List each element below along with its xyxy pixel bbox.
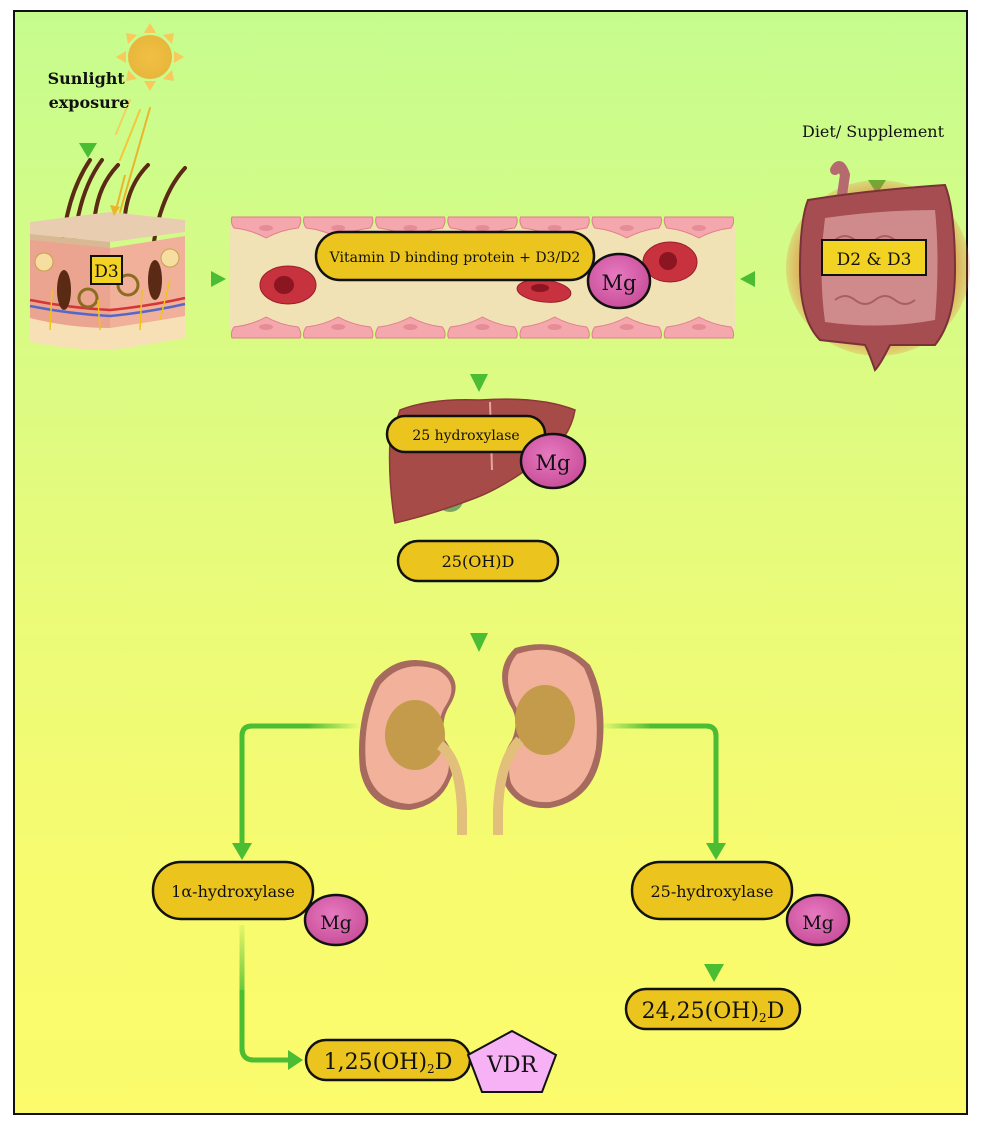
cell-nucleus — [619, 225, 634, 231]
svg-text:25-hydroxylase: 25-hydroxylase — [650, 882, 773, 901]
svg-text:Mg: Mg — [536, 451, 571, 475]
cell-nucleus — [547, 324, 562, 330]
cell-nucleus — [403, 324, 418, 330]
vdr-receptor: VDR — [466, 1029, 558, 1093]
cell-nucleus — [619, 324, 634, 330]
d2-d3-diet-box: D2 & D3 — [821, 239, 927, 276]
svg-text:Mg: Mg — [602, 271, 637, 295]
cell-nucleus — [331, 225, 346, 231]
mg-cofactor-blood: Mg — [586, 252, 652, 310]
svg-text:25 hydroxylase: 25 hydroxylase — [412, 428, 519, 444]
24-25-oh2-d-pill: 24,25(OH)2D — [624, 987, 802, 1031]
svg-text:25(OH)D: 25(OH)D — [442, 552, 515, 571]
kidney-to-1a-hydroxylase-arrow — [232, 723, 360, 860]
cell-nucleus — [403, 225, 418, 231]
svg-text:Mg: Mg — [320, 912, 352, 934]
sun-icon — [116, 23, 184, 91]
right-kidney — [493, 644, 604, 835]
cell-nucleus — [475, 324, 490, 330]
svg-text:1α-hydroxylase: 1α-hydroxylase — [171, 882, 295, 901]
cell-nucleus — [475, 225, 490, 231]
svg-text:D3: D3 — [94, 262, 118, 282]
d3-skin-box: D3 — [90, 255, 123, 285]
red-blood-cell — [642, 241, 698, 283]
25-hydroxylase-pill: 25-hydroxylase — [630, 860, 794, 921]
svg-text:D2 & D3: D2 & D3 — [837, 250, 912, 270]
sunlight-arrow — [79, 120, 97, 158]
liver-to-kidney-arrow — [470, 590, 488, 652]
cell-nucleus — [259, 225, 274, 231]
svg-text:Vitamin D binding protein + D3: Vitamin D binding protein + D3/D2 — [329, 250, 581, 266]
kidneys-icon — [359, 644, 604, 835]
25-oh-d-pill: 25(OH)D — [396, 539, 560, 583]
vitamin-d-binding-protein-pill: Vitamin D binding protein + D3/D2 — [314, 230, 596, 282]
svg-text:VDR: VDR — [486, 1053, 539, 1078]
left-kidney — [359, 660, 467, 835]
mg-cofactor-25: Mg — [785, 893, 851, 947]
1a-hydroxylase-to-calcitriol-arrow — [239, 925, 303, 1070]
25-hydroxylase-to-24-25-arrow — [704, 925, 724, 982]
red-blood-cell — [516, 279, 572, 303]
mg-cofactor-liver: Mg — [519, 432, 587, 490]
calcitriol-pill: 1,25(OH)2D — [304, 1038, 472, 1082]
skin-to-blood-arrow — [180, 271, 226, 287]
cell-nucleus — [691, 225, 706, 231]
red-blood-cell — [259, 265, 317, 305]
blood-to-liver-arrow — [470, 335, 488, 392]
skin-layers-icon — [29, 158, 187, 350]
1a-hydroxylase-pill: 1α-hydroxylase — [151, 860, 315, 921]
liver-25-hydroxylase-pill: 25 hydroxylase — [385, 414, 547, 454]
cell-nucleus — [691, 324, 706, 330]
sunlight-rays — [115, 99, 151, 213]
mg-cofactor-1a: Mg — [303, 893, 369, 947]
svg-text:1,25(OH)2D: 1,25(OH)2D — [324, 1050, 453, 1076]
svg-text:24,25(OH)2D: 24,25(OH)2D — [642, 999, 785, 1025]
kidney-to-25-hydroxylase-arrow — [600, 723, 726, 860]
sunlight-label: Sunlight exposure — [48, 69, 131, 112]
diet-supplement-label: Diet/ Supplement — [802, 122, 945, 141]
cell-nucleus — [331, 324, 346, 330]
cell-nucleus — [547, 225, 562, 231]
cell-nucleus — [259, 324, 274, 330]
svg-text:Mg: Mg — [802, 912, 834, 934]
